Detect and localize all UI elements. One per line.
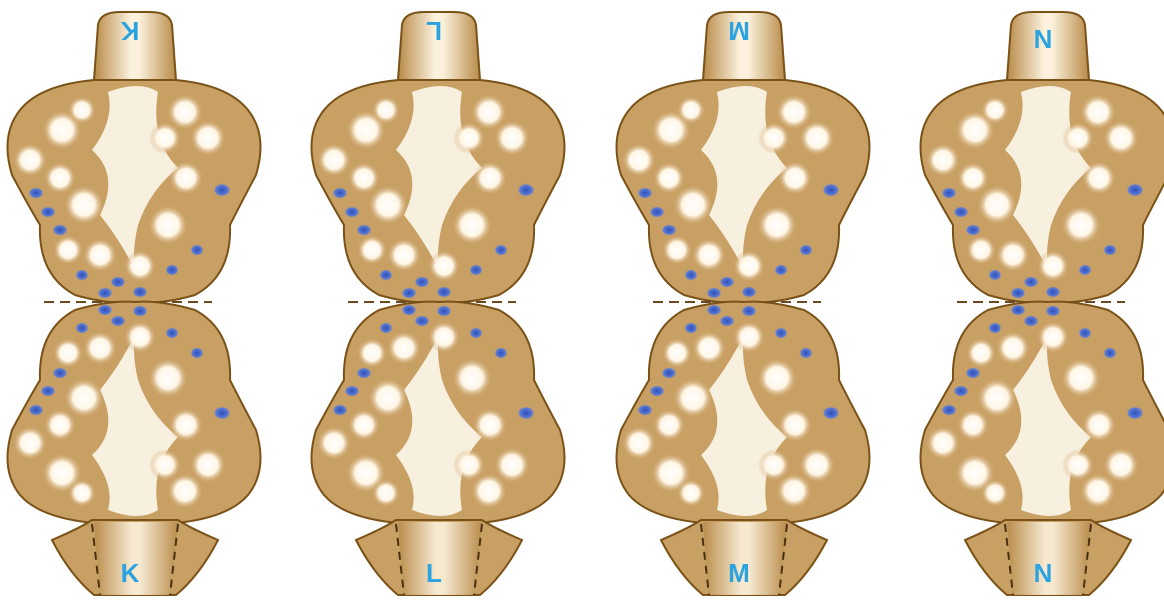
piece-upper-body [312, 80, 565, 303]
panel-m: M [617, 12, 870, 595]
piece-upper-body [8, 80, 261, 303]
top-label: K [120, 16, 139, 46]
top-label: L [426, 16, 442, 46]
bottom-label: M [728, 558, 750, 588]
piece-top-tab: K [94, 12, 176, 80]
panel-l: L [312, 12, 565, 595]
bottom-label: N [1034, 558, 1053, 588]
panel-k: K [8, 12, 261, 595]
piece-bottom-fan: L [356, 520, 522, 595]
top-label: M [728, 16, 750, 46]
bottom-label: L [426, 558, 442, 588]
piece-upper-body [921, 80, 1164, 303]
piece-lower-body [617, 302, 870, 523]
piece-bottom-fan: N [965, 520, 1131, 595]
piece-bottom-fan: K [52, 520, 218, 595]
piece-top-tab: L [398, 12, 480, 80]
piece-lower-body [921, 302, 1164, 523]
bottom-label: K [121, 558, 140, 588]
piece-upper-body [617, 80, 870, 303]
piece-lower-body [8, 302, 261, 523]
panel-n: N [921, 12, 1164, 595]
piece-lower-body [312, 302, 565, 523]
piece-top-tab: M [703, 12, 785, 80]
piece-bottom-fan: M [661, 520, 827, 595]
piece-top-tab: N [1007, 12, 1089, 80]
top-label: N [1034, 24, 1053, 54]
